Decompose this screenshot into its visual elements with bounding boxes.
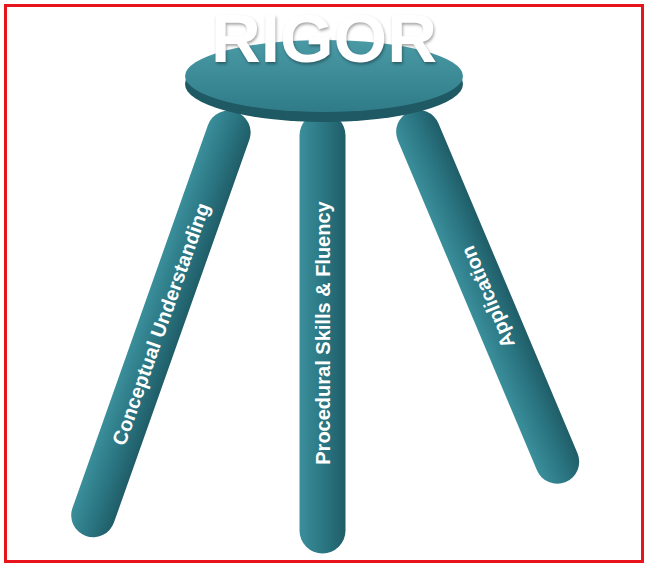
stool-leg: Procedural Skills & Fluency: [299, 112, 345, 553]
leg-label: Procedural Skills & Fluency: [312, 201, 332, 464]
stool-leg: Application: [390, 103, 587, 490]
leg-label: Application: [458, 243, 519, 351]
seat-title: RIGOR: [183, 4, 465, 73]
stool-seat: RIGOR: [183, 4, 465, 128]
stool-leg: Conceptual Understanding: [65, 105, 256, 544]
leg-label: Conceptual Understanding: [109, 200, 213, 448]
